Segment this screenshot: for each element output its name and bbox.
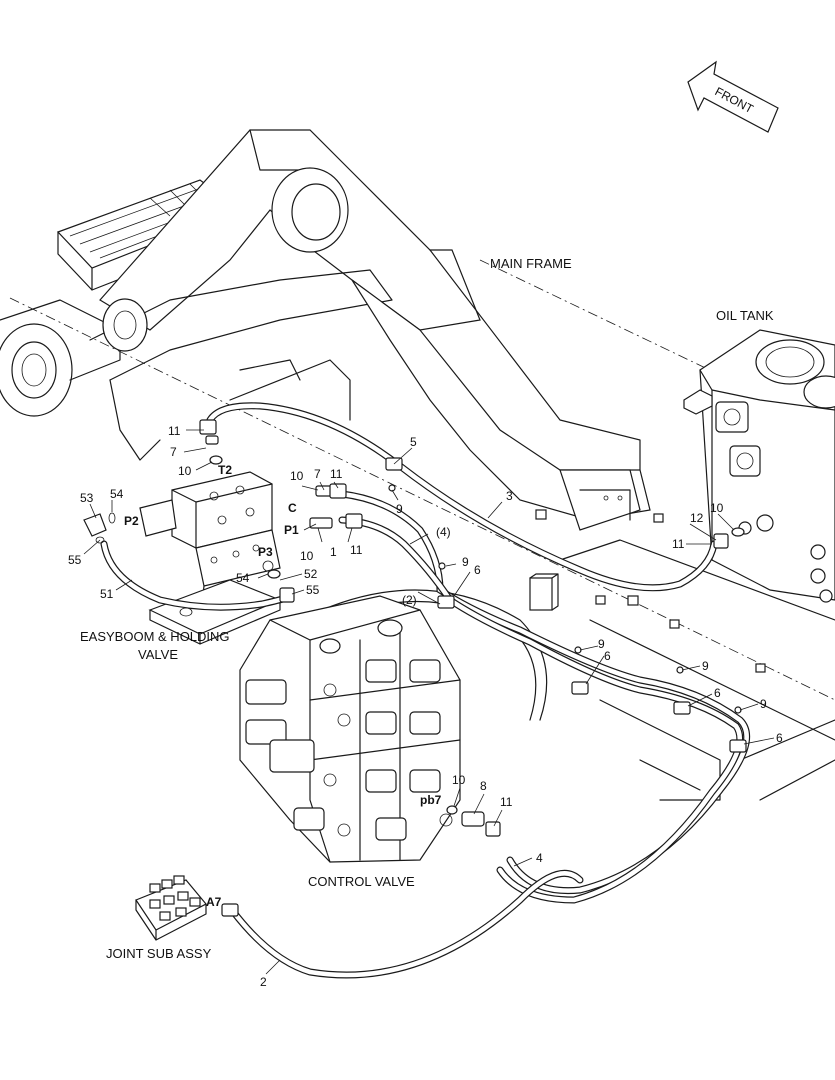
- part-number: (2): [402, 593, 417, 607]
- easyboom-caption-line1: EASYBOOM & HOLDING: [80, 629, 230, 644]
- joint-sub-assy-caption: JOINT SUB ASSY: [106, 946, 212, 961]
- part-number: 9: [760, 697, 767, 711]
- oil-tank-caption: OIL TANK: [716, 308, 774, 323]
- part-number: 52: [304, 567, 318, 581]
- part-number: 55: [306, 583, 320, 597]
- hose-clamps: [385, 457, 747, 753]
- part-number: 9: [462, 555, 469, 569]
- fittings: [83, 419, 745, 917]
- part-number: 10: [178, 464, 192, 478]
- port-pb7-label: pb7: [420, 793, 442, 807]
- control-valve: [239, 595, 461, 863]
- part-number: (4): [436, 525, 451, 539]
- part-number: 7: [314, 467, 321, 481]
- part-number: 54: [110, 487, 124, 501]
- port-a7-label: A7: [206, 895, 222, 909]
- part-number: 11: [168, 424, 181, 438]
- part-number: 10: [710, 501, 724, 515]
- part-number: 11: [330, 467, 343, 481]
- joint-sub-assy: [135, 875, 207, 941]
- captions: MAIN FRAME OIL TANK EASYBOOM & HOLDING V…: [80, 256, 774, 961]
- part-numbers: 11 7 10 5 9 3 10 7 11 10 1 11 (4) 9 6 (2…: [68, 424, 783, 989]
- port-p3-label: P3: [258, 545, 273, 559]
- port-p1-label: P1: [284, 523, 299, 537]
- part-number: 11: [672, 537, 685, 551]
- part-number: 2: [260, 975, 267, 989]
- port-p2-label: P2: [124, 514, 139, 528]
- leader-lines: [83, 429, 775, 975]
- part-number: 7: [170, 445, 177, 459]
- part-number: 9: [396, 502, 403, 516]
- part-number: 12: [690, 511, 704, 525]
- hoses: [100, 402, 751, 979]
- part-number: 6: [474, 563, 481, 577]
- part-number: 54: [236, 571, 250, 585]
- part-number: 53: [80, 491, 94, 505]
- part-number: 10: [290, 469, 304, 483]
- part-number: 11: [500, 795, 513, 809]
- easyboom-caption-line2: VALVE: [138, 647, 178, 662]
- part-number: 55: [68, 553, 82, 567]
- part-number: 3: [506, 489, 513, 503]
- part-number: 9: [598, 637, 605, 651]
- part-number: 1: [330, 545, 337, 559]
- part-number: 9: [702, 659, 709, 673]
- part-number: 11: [350, 543, 363, 557]
- part-number: 6: [776, 731, 783, 745]
- main-frame-caption: MAIN FRAME: [490, 256, 572, 271]
- part-number: 6: [604, 649, 611, 663]
- port-t2-label: T2: [218, 463, 232, 477]
- part-number: 8: [480, 779, 487, 793]
- main-frame-structure: [0, 129, 835, 801]
- control-valve-caption: CONTROL VALVE: [308, 874, 415, 889]
- part-number: 10: [300, 549, 314, 563]
- front-arrow: FRONT: [687, 60, 779, 133]
- part-number: 6: [714, 686, 721, 700]
- part-number: 4: [536, 851, 543, 865]
- port-labels: T2 C P1 P2 P3 pb7 A7: [124, 463, 442, 909]
- part-number: 51: [100, 587, 114, 601]
- part-number: 5: [410, 435, 417, 449]
- part-number: 10: [452, 773, 466, 787]
- port-c-label: C: [288, 501, 297, 515]
